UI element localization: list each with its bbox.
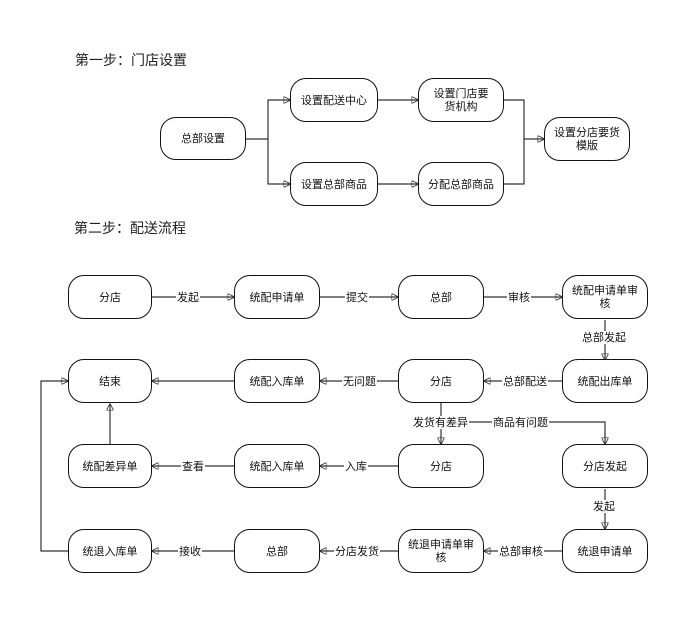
node-return-request: 统退申请单 — [562, 529, 648, 573]
edge-hq-to-dist-center — [246, 100, 290, 140]
node-branch-template: 设置分店要货模版 — [544, 117, 630, 161]
node-dist-in-2: 统配入库单 — [234, 444, 320, 488]
edge-store-req-to-template — [504, 99, 544, 139]
node-hq: 总部 — [398, 275, 484, 319]
label-view: 查看 — [181, 460, 205, 473]
node-dist-center: 设置配送中心 — [290, 78, 378, 122]
label-receive: 接收 — [178, 545, 202, 558]
label-hq-initiate: 总部发起 — [581, 331, 627, 344]
label-no-issue: 无问题 — [342, 375, 377, 388]
node-branch-start: 分店 — [68, 275, 152, 319]
node-return-request-review: 统退申请单审核 — [398, 529, 484, 573]
node-end: 结束 — [68, 359, 152, 403]
edge-return-in-to-end — [40, 381, 68, 552]
node-dist-in-1: 统配入库单 — [234, 359, 320, 403]
label-shipment-diff: 发货有差异 — [412, 416, 469, 429]
node-dist-out: 统配出库单 — [562, 359, 648, 403]
label-initiate: 发起 — [176, 291, 200, 304]
node-dist-request: 统配申请单 — [234, 275, 320, 319]
node-return-in: 统退入库单 — [68, 529, 152, 573]
label-branch-ship: 分店发货 — [334, 545, 380, 558]
label-goods-issue: 商品有问题 — [492, 416, 549, 429]
step1-title: 第一步：门店设置 — [75, 53, 187, 69]
label-review: 审核 — [507, 291, 531, 304]
node-assign-goods: 分配总部商品 — [418, 162, 504, 206]
edge-assign-to-template — [504, 139, 525, 185]
node-hq-setup: 总部设置 — [160, 117, 246, 160]
label-hq-dispatch: 总部配送 — [502, 375, 548, 388]
node-branch-init: 分店发起 — [562, 444, 648, 488]
label-initiate2: 发起 — [592, 500, 616, 513]
step2-title: 第二步：配送流程 — [74, 221, 186, 237]
node-hq-goods: 设置总部商品 — [290, 162, 378, 206]
node-store-req-org: 设置门店要货机构 — [418, 78, 504, 122]
node-dist-diff: 统配差异单 — [68, 444, 152, 488]
node-branch-receive: 分店 — [398, 359, 484, 403]
node-dist-request-review: 统配申请单审核 — [562, 275, 648, 319]
label-submit: 提交 — [345, 291, 369, 304]
node-branch-in: 分店 — [398, 444, 484, 488]
edge-hq-to-hq-goods — [267, 139, 290, 184]
node-hq-return: 总部 — [234, 529, 320, 573]
label-hq-review: 总部审核 — [498, 545, 544, 558]
label-stock-in: 入库 — [344, 460, 368, 473]
